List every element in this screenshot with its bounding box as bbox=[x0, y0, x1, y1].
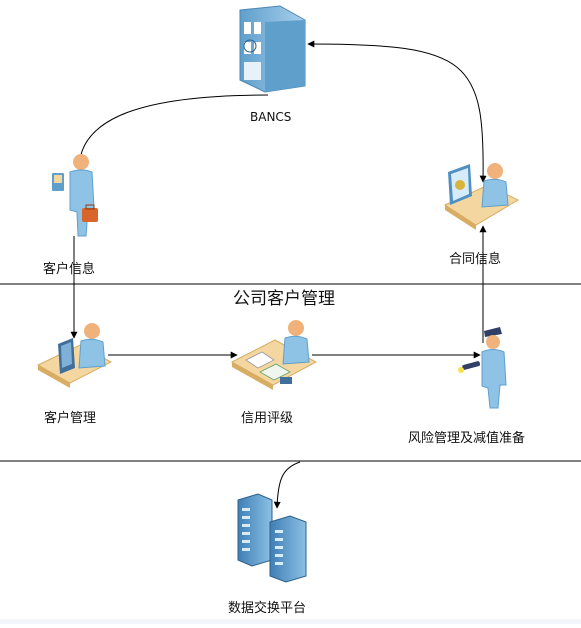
guard-with-flashlight-icon bbox=[458, 327, 507, 409]
person-at-desk-documents-icon bbox=[230, 320, 318, 390]
section-title: 公司客户管理 bbox=[233, 289, 335, 309]
bank-building-icon bbox=[239, 5, 306, 93]
arrow-to-data-exchange bbox=[273, 461, 301, 509]
arrow-bancs-to-customer-info bbox=[75, 94, 269, 169]
person-at-computer-icon bbox=[443, 163, 520, 230]
customer-mgmt-label: 客户管理 bbox=[44, 411, 97, 426]
arrow-bancs-contract-info bbox=[307, 40, 487, 183]
credit-rating-label: 信用评级 bbox=[241, 411, 294, 426]
person-with-briefcase-icon bbox=[52, 154, 98, 237]
footer-strip bbox=[0, 619, 581, 624]
server-rack-icon bbox=[237, 493, 307, 583]
risk-mgmt-label: 风险管理及减值准备 bbox=[408, 431, 526, 446]
bancs-label: BANCS bbox=[250, 110, 292, 124]
data-exchange-label: 数据交换平台 bbox=[228, 601, 307, 616]
contract-info-label: 合同信息 bbox=[449, 252, 502, 267]
customer-info-label: 客户信息 bbox=[43, 262, 96, 277]
person-at-computer-icon bbox=[36, 323, 113, 388]
